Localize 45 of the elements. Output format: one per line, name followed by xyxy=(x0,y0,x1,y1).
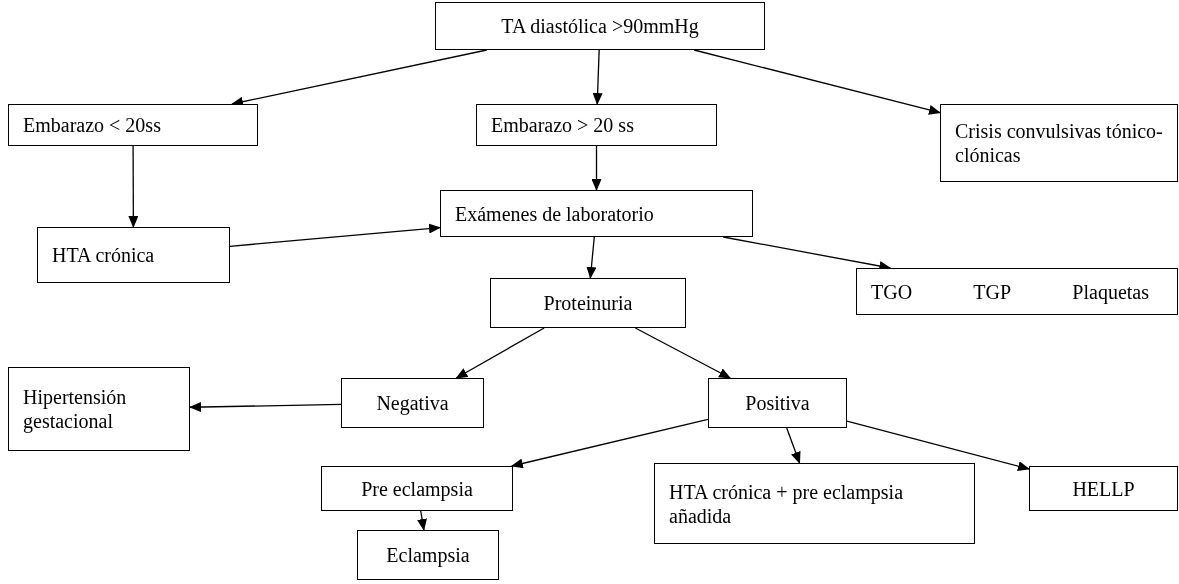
process-box xyxy=(1029,466,1178,511)
node-text: Exámenes de laboratorio xyxy=(455,201,654,226)
node-text: Embarazo < 20ss xyxy=(23,113,161,137)
arrow xyxy=(510,418,709,469)
arrow xyxy=(846,420,1030,471)
node-text: Embarazo > 20 ss xyxy=(491,113,634,137)
arrow xyxy=(586,236,597,279)
arrow xyxy=(229,223,441,247)
process-box xyxy=(708,378,847,428)
process-box xyxy=(8,367,190,451)
arrow xyxy=(693,49,941,115)
arrow xyxy=(455,327,545,379)
node-text: TGO xyxy=(871,279,913,304)
arrow xyxy=(591,145,602,191)
process-box xyxy=(490,278,686,328)
process-box xyxy=(357,530,499,580)
arrow xyxy=(417,510,427,531)
process-box xyxy=(440,190,753,237)
process-box xyxy=(856,268,1178,315)
node-text: Positiva xyxy=(745,391,810,415)
node-text: HTA crónica xyxy=(52,243,155,267)
process-box xyxy=(37,227,230,283)
process-box xyxy=(940,104,1178,182)
arrow xyxy=(786,427,801,464)
node-text: Hipertensión gestacional xyxy=(23,385,128,433)
node-text: Crisis convulsivas tónico-clónicas xyxy=(955,119,1163,167)
process-box xyxy=(654,463,975,544)
arrow xyxy=(128,145,139,228)
node-text: Negativa xyxy=(376,391,449,415)
node-text: Plaquetas xyxy=(1072,279,1149,304)
node-text: TGP xyxy=(973,279,1012,304)
process-box xyxy=(476,104,717,146)
arrow xyxy=(592,49,603,105)
process-box xyxy=(435,2,765,50)
node-text: HTA crónica + pre eclampsia añadida xyxy=(669,479,905,528)
node-text: Eclampsia xyxy=(386,543,470,567)
process-box xyxy=(341,378,484,428)
process-box xyxy=(321,466,513,511)
arrow xyxy=(189,402,342,413)
node-text: Proteinuria xyxy=(543,291,633,315)
arrow xyxy=(634,327,731,379)
node-text: TA diastólica >90mmHg xyxy=(501,14,699,38)
process-box xyxy=(8,104,258,146)
node-text: HELLP xyxy=(1072,476,1135,501)
node-text: Pre eclampsia xyxy=(361,476,473,501)
